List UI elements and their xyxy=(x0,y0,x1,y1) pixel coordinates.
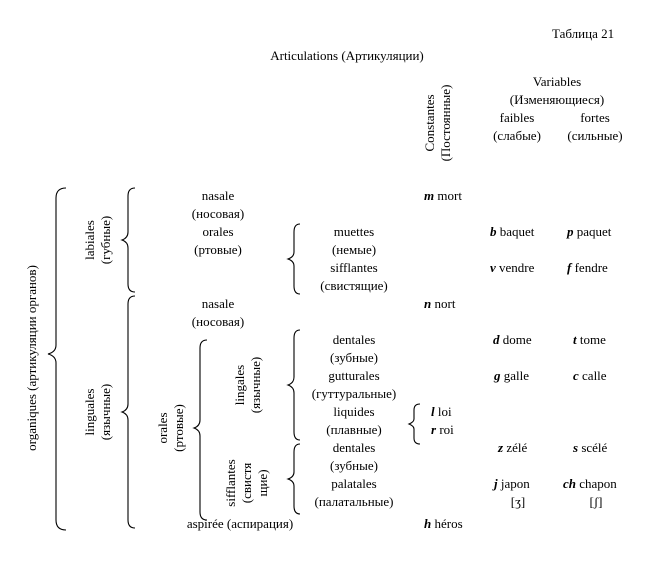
example-p: p paquet xyxy=(567,224,612,239)
example-g: g galle xyxy=(494,368,530,383)
row-dentales-1-ru: (зубные) xyxy=(330,350,378,365)
row-dentales-2-ru: (зубные) xyxy=(330,458,378,473)
row-liquides-ru: (плавные) xyxy=(326,422,382,437)
row-muettes-ru: (немые) xyxy=(331,242,377,257)
example-f: f fendre xyxy=(567,260,608,275)
brace-orales xyxy=(192,339,208,521)
row-muettes: muettes xyxy=(333,224,375,239)
row-sifflantes-1: sifflantes xyxy=(330,260,378,275)
example-j: j japon xyxy=(494,476,530,491)
brace-sifflantes xyxy=(286,443,301,515)
example-d: d dome xyxy=(493,332,532,347)
group-sifflantes-v: sifflantes (свистя щие) xyxy=(223,459,270,507)
row-liquides: liquides xyxy=(333,404,375,419)
row-dentales-1: dentales xyxy=(332,332,376,347)
table-title: Articulations (Артикуляции) xyxy=(270,48,424,63)
example-j-ipa: [ʒ] xyxy=(510,494,526,509)
brace-muettes xyxy=(286,223,301,295)
row-palatales: palatales xyxy=(331,476,377,491)
brace-liquides xyxy=(407,403,421,445)
example-l: l loi xyxy=(431,404,452,419)
row-orales-1-ru: (ртовые) xyxy=(194,242,242,257)
row-nasale-2: nasale xyxy=(201,296,235,311)
row-nasale-1: nasale xyxy=(201,188,235,203)
example-c: c calle xyxy=(573,368,607,383)
example-z: z zélé xyxy=(498,440,528,455)
row-palatales-ru: (палатальные) xyxy=(314,494,394,509)
example-n: n nort xyxy=(424,296,456,311)
group-lingales: lingales (язычные) xyxy=(232,356,263,414)
col-variables: Variables xyxy=(532,74,582,89)
example-h: h héros xyxy=(424,516,463,531)
col-fortes-ru: (сильные) xyxy=(567,128,623,143)
col-faibles: faibles xyxy=(499,110,535,125)
example-m: m mort xyxy=(424,188,462,203)
group-orales: orales (ртовые) xyxy=(155,404,186,452)
row-nasale-1-ru: (носовая) xyxy=(191,206,245,221)
example-b: b baquet xyxy=(490,224,535,239)
brace-linguales xyxy=(120,295,136,529)
row-orales-1: orales xyxy=(202,224,234,239)
example-t: t tome xyxy=(573,332,606,347)
example-ch: ch chapon xyxy=(563,476,617,491)
row-sifflantes-1-ru: (свистящие) xyxy=(320,278,388,293)
row-aspiree: aspirée (аспирация) xyxy=(186,516,294,531)
row-gutturales-ru: (гуттуральные) xyxy=(311,386,397,401)
example-ch-ipa: [ʃ] xyxy=(589,494,603,509)
example-r: r roi xyxy=(431,422,454,437)
col-constantes: Constantes (Постоянные) xyxy=(422,84,453,162)
group-organiques: organiques (артикуляции органов) xyxy=(24,265,39,451)
row-dentales-2: dentales xyxy=(332,440,376,455)
example-s: s scélé xyxy=(573,440,608,455)
brace-organiques xyxy=(47,187,67,531)
group-linguales: linguales (язычные) xyxy=(82,383,113,441)
col-faibles-ru: (слабые) xyxy=(493,128,541,143)
table-number: Таблица 21 xyxy=(552,26,615,41)
col-fortes: fortes xyxy=(580,110,610,125)
group-labiales: labiales (губные) xyxy=(82,215,113,265)
col-variables-ru: (Изменяющиеся) xyxy=(509,92,605,107)
example-v: v vendre xyxy=(490,260,535,275)
row-gutturales: gutturales xyxy=(328,368,380,383)
brace-lingales xyxy=(286,329,301,441)
row-nasale-2-ru: (носовая) xyxy=(191,314,245,329)
brace-labiales xyxy=(120,187,136,293)
